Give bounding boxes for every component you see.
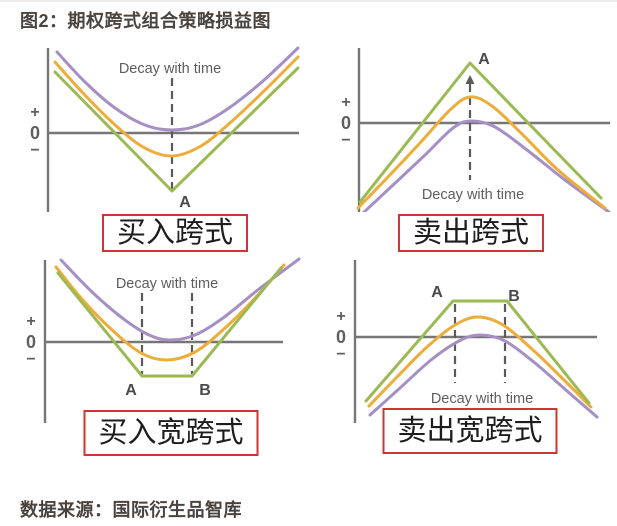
svg-text:0: 0	[26, 332, 36, 352]
svg-text:Decay with time: Decay with time	[116, 276, 218, 292]
strategy-label-box-short-strangle: 卖出宽跨式	[382, 408, 558, 455]
data-source: 数据来源：国际衍生品智库	[20, 500, 242, 520]
svg-text:A: A	[179, 194, 191, 211]
svg-text:0: 0	[341, 113, 351, 133]
panel-short-strangle: +0− Decay with time A B 卖出宽跨式	[325, 255, 617, 470]
short-strangle-chart: +0− Decay with time A B	[336, 260, 599, 423]
svg-text:+: +	[30, 104, 39, 121]
strategy-label-box-long-straddle: 买入跨式	[101, 214, 249, 253]
strategy-label-text: 买入宽跨式	[98, 417, 244, 449]
svg-text:A: A	[478, 51, 490, 68]
strategy-label-text: 卖出宽跨式	[397, 415, 543, 447]
svg-text:Decay with time: Decay with time	[119, 61, 221, 77]
strategy-label-text: 买入跨式	[116, 217, 234, 249]
svg-text:Decay with time: Decay with time	[422, 187, 524, 203]
strategy-label-box-long-strangle: 买入宽跨式	[83, 410, 259, 457]
short-straddle-chart: +0− Decay with time A	[341, 48, 611, 212]
svg-text:Decay with time: Decay with time	[431, 391, 533, 407]
strategy-label-box-short-straddle: 卖出跨式	[397, 214, 545, 253]
svg-text:0: 0	[336, 327, 346, 347]
panel-short-straddle: +0− Decay with time A 卖出跨式	[325, 40, 617, 255]
svg-text:−: −	[341, 132, 350, 149]
svg-text:A: A	[431, 284, 443, 301]
svg-text:B: B	[199, 382, 211, 399]
svg-text:+: +	[336, 308, 345, 325]
svg-text:−: −	[26, 351, 35, 368]
svg-text:−: −	[336, 346, 345, 363]
svg-text:B: B	[508, 288, 520, 305]
svg-text:+: +	[341, 94, 350, 111]
figure-title: 图2：期权跨式组合策略损益图	[20, 11, 272, 31]
svg-text:+: +	[26, 313, 35, 330]
top-divider	[0, 0, 617, 2]
svg-text:−: −	[30, 142, 39, 159]
strategy-label-text: 卖出跨式	[412, 217, 530, 249]
svg-text:A: A	[125, 382, 137, 399]
svg-text:0: 0	[30, 123, 40, 143]
